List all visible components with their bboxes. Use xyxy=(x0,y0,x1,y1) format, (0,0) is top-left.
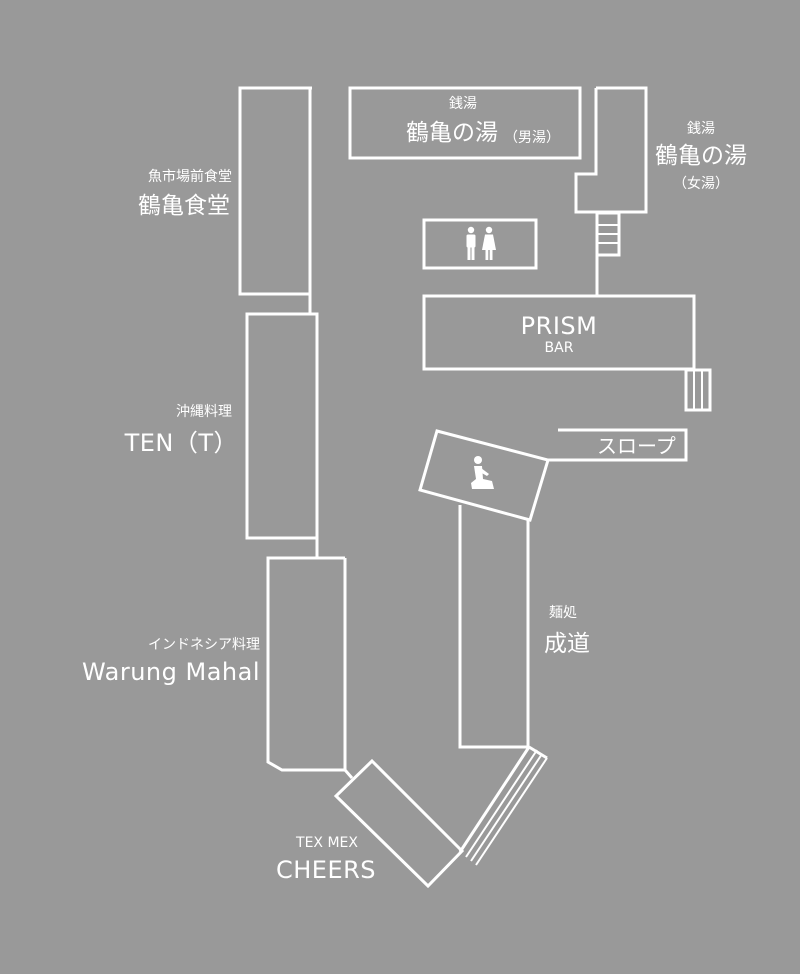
outline-slope xyxy=(548,428,688,462)
slope-label: スロープ xyxy=(597,434,676,458)
outline-texmex xyxy=(333,758,465,889)
outline-indonesia xyxy=(266,556,345,772)
corridor-wall-bottom xyxy=(343,769,354,779)
uoichiba-name: 鶴亀食堂 xyxy=(138,193,230,219)
menya-name: 成道 xyxy=(544,631,590,657)
okinawa-category: 沖縄料理 xyxy=(176,404,232,420)
texmex-name: CHEERS xyxy=(275,856,377,884)
outline-sento-men xyxy=(348,86,582,160)
indonesia-category: インドネシア料理 xyxy=(148,637,260,653)
prism-note: BAR xyxy=(544,340,574,356)
stairs-east xyxy=(684,368,712,412)
outline-prism xyxy=(422,294,696,371)
restroom-icon xyxy=(466,226,496,260)
sento-women-category: 銭湯 xyxy=(687,121,715,137)
prayer-room-icon xyxy=(471,456,494,489)
outline-uoichiba xyxy=(238,86,312,296)
outline-okinawa xyxy=(245,312,319,540)
outline-sento-women xyxy=(574,86,648,214)
sento-men-name: 鶴亀の湯 xyxy=(406,120,498,146)
uoichiba-category: 魚市場前食堂 xyxy=(148,169,232,185)
outline-prayer-room xyxy=(418,429,550,522)
okinawa-name: TEN（T） xyxy=(124,429,238,457)
sento-women-name: 鶴亀の湯 xyxy=(655,143,747,169)
stairs-south xyxy=(458,746,531,853)
outline-restroom xyxy=(422,218,538,270)
sento-men-note: （男湯） xyxy=(504,130,560,146)
menya-category: 麺処 xyxy=(549,605,577,621)
sento-men-category: 銭湯 xyxy=(449,96,477,112)
indonesia-name: Warung Mahal xyxy=(81,658,260,686)
texmex-category: TEX MEX xyxy=(296,835,358,851)
outline-menya xyxy=(458,505,530,749)
prism-name: PRISM xyxy=(520,312,598,340)
sento-women-note: （女湯） xyxy=(673,176,729,192)
